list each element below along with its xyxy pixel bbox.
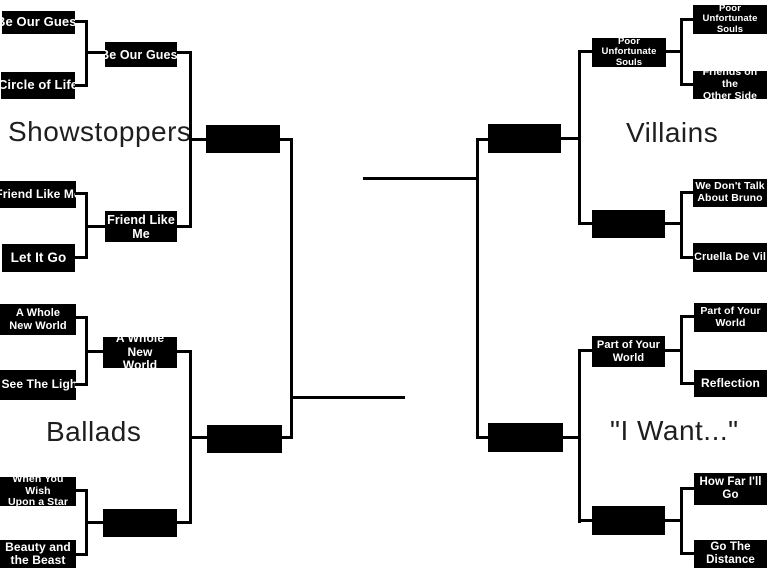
slot-reflection[interactable]: Reflection <box>694 370 767 397</box>
connector-line <box>176 51 191 54</box>
slot-semifinal-showstoppers[interactable] <box>206 125 280 153</box>
connector-line <box>85 521 105 524</box>
connector-line <box>189 436 208 439</box>
slot-part-of-your-world-r2[interactable]: Part of Your World <box>592 336 665 367</box>
slot-friends-on-the-other-side[interactable]: Friends on the Other Side <box>693 66 767 102</box>
final-left-vertical-line <box>290 138 293 439</box>
region-title-ballads: Ballads <box>46 416 142 447</box>
slot-be-our-guest-r2[interactable]: Be Our Guest <box>100 42 182 67</box>
connector-line <box>176 225 191 228</box>
connector-line <box>75 316 87 319</box>
connector-line <box>476 436 489 439</box>
region-title-showstoppers: Showstoppers <box>8 116 192 147</box>
connector-line <box>85 225 105 228</box>
connector-line <box>681 487 695 490</box>
connector-line <box>578 50 593 53</box>
final-left-winner-line <box>290 396 405 399</box>
connector-line <box>681 315 695 318</box>
connector-line <box>75 383 87 386</box>
connector-line <box>578 222 593 225</box>
connector-line <box>681 18 695 21</box>
region-title-villains: Villains <box>626 117 719 148</box>
connector-line <box>578 349 593 352</box>
slot-go-the-distance[interactable]: Go The Distance <box>694 540 767 568</box>
connector-line <box>280 436 293 439</box>
slot-let-it-go[interactable]: Let It Go <box>2 244 75 272</box>
connector-line <box>476 138 489 141</box>
connector-line <box>75 256 87 259</box>
slot-a-whole-new-world-r1[interactable]: A Whole New World <box>0 304 76 335</box>
connector-line <box>578 519 593 522</box>
connector-line <box>680 191 683 259</box>
slot-friend-like-me-r1[interactable]: Friend Like Me <box>0 181 81 208</box>
slot-beauty-and-the-beast[interactable]: Beauty and the Beast <box>0 540 76 568</box>
connector-line <box>189 138 208 141</box>
slot-i-see-the-light[interactable]: I See The Light <box>0 370 81 400</box>
slot-when-you-wish-upon-a-star[interactable]: When You Wish Upon a Star <box>0 473 76 508</box>
connector-line <box>279 138 293 141</box>
connector-line <box>85 350 105 353</box>
connector-line <box>85 51 105 54</box>
slot-be-our-guest-r1[interactable]: Be Our Guest <box>0 11 81 34</box>
connector-line <box>681 256 695 259</box>
slot-villains-r2-empty[interactable] <box>592 210 665 238</box>
slot-how-far-ill-go[interactable]: How Far I'll Go <box>694 473 767 505</box>
connector-line <box>663 519 682 522</box>
connector-line <box>75 84 87 87</box>
slot-semifinal-villains[interactable] <box>488 124 561 153</box>
connector-line <box>663 222 682 225</box>
connector-line <box>75 192 87 195</box>
slot-i-want-r2-empty[interactable] <box>592 506 665 535</box>
connector-line <box>681 191 695 194</box>
slot-a-whole-new-world-r2[interactable]: A Whole New World <box>103 332 177 372</box>
slot-cruella-de-vil[interactable]: Cruella De Vil <box>693 243 767 272</box>
connector-line <box>681 552 695 555</box>
connector-line <box>75 489 87 492</box>
slot-we-dont-talk-about-bruno[interactable]: We Don't Talk About Bruno <box>693 179 767 207</box>
slot-friend-like-me-r2[interactable]: Friend Like Me <box>105 211 177 242</box>
slot-part-of-your-world-r1[interactable]: Part of Your World <box>694 303 767 332</box>
connector-line <box>663 50 682 53</box>
connector-line <box>663 349 682 352</box>
connector-line <box>176 521 191 524</box>
slot-poor-unfortunate-souls-r2[interactable]: Poor Unfortunate Souls <box>592 36 666 68</box>
slot-semifinal-i-want[interactable] <box>488 423 563 452</box>
final-right-winner-line <box>363 177 479 180</box>
connector-line <box>561 436 580 439</box>
connector-line <box>681 382 695 385</box>
connector-line <box>560 137 580 140</box>
slot-circle-of-life[interactable]: Circle of Life <box>0 72 78 99</box>
connector-line <box>75 553 87 556</box>
connector-line <box>681 83 695 86</box>
connector-line <box>176 350 191 353</box>
connector-line <box>75 20 87 23</box>
region-title-i-want: "I Want..." <box>610 415 739 446</box>
final-right-vertical-line <box>476 138 479 439</box>
slot-semifinal-ballads[interactable] <box>207 425 282 453</box>
slot-poor-unfortunate-souls-r1[interactable]: Poor Unfortunate Souls <box>693 3 767 35</box>
slot-ballads-r2-empty[interactable] <box>103 509 177 537</box>
